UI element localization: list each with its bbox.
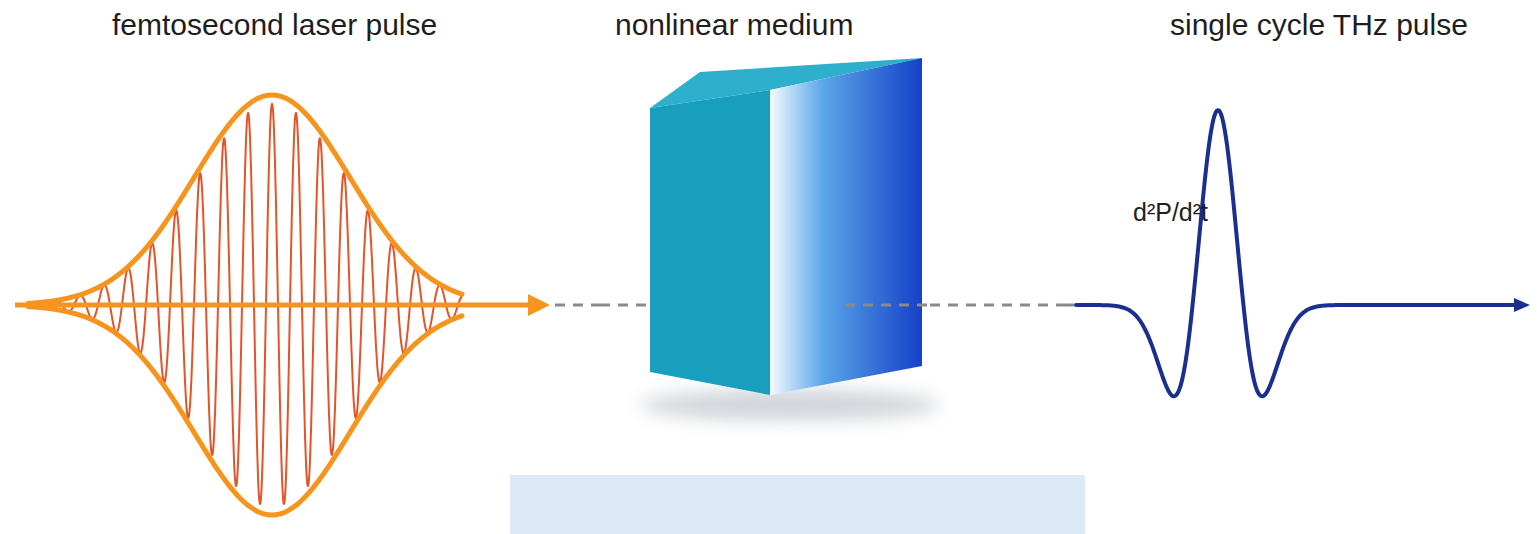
cube-front [650,90,770,395]
pulse-heading: femtosecond laser pulse [112,8,437,42]
laser-pulse: femtosecond laser pulse [5,0,555,534]
thz-pulse: single cycle THz pulse d²P/d²t [1065,0,1532,420]
pulse-envelope [28,307,462,515]
cube-side [770,58,922,395]
beam-path [1065,304,1074,307]
nonlinear-crystal: nonlinear medium [600,0,930,420]
thz-waveform [1076,110,1511,396]
beam-path [555,304,600,307]
beam-path [930,304,1065,307]
thz-heading: single cycle THz pulse [1170,8,1468,42]
axis-arrowhead [528,294,550,316]
laser-pulse-art [5,0,555,534]
cube-shadow [640,389,940,421]
axis-arrowhead [1514,298,1530,312]
beam-path [845,304,930,307]
beam-path [600,304,652,307]
formula-panel [510,475,1085,534]
medium-heading: nonlinear medium [615,8,853,42]
pulse-envelope [28,95,462,303]
time-axis [15,303,532,308]
nonlinear-crystal-art [600,0,930,420]
waveform-label: d²P/d²t [1133,198,1208,227]
